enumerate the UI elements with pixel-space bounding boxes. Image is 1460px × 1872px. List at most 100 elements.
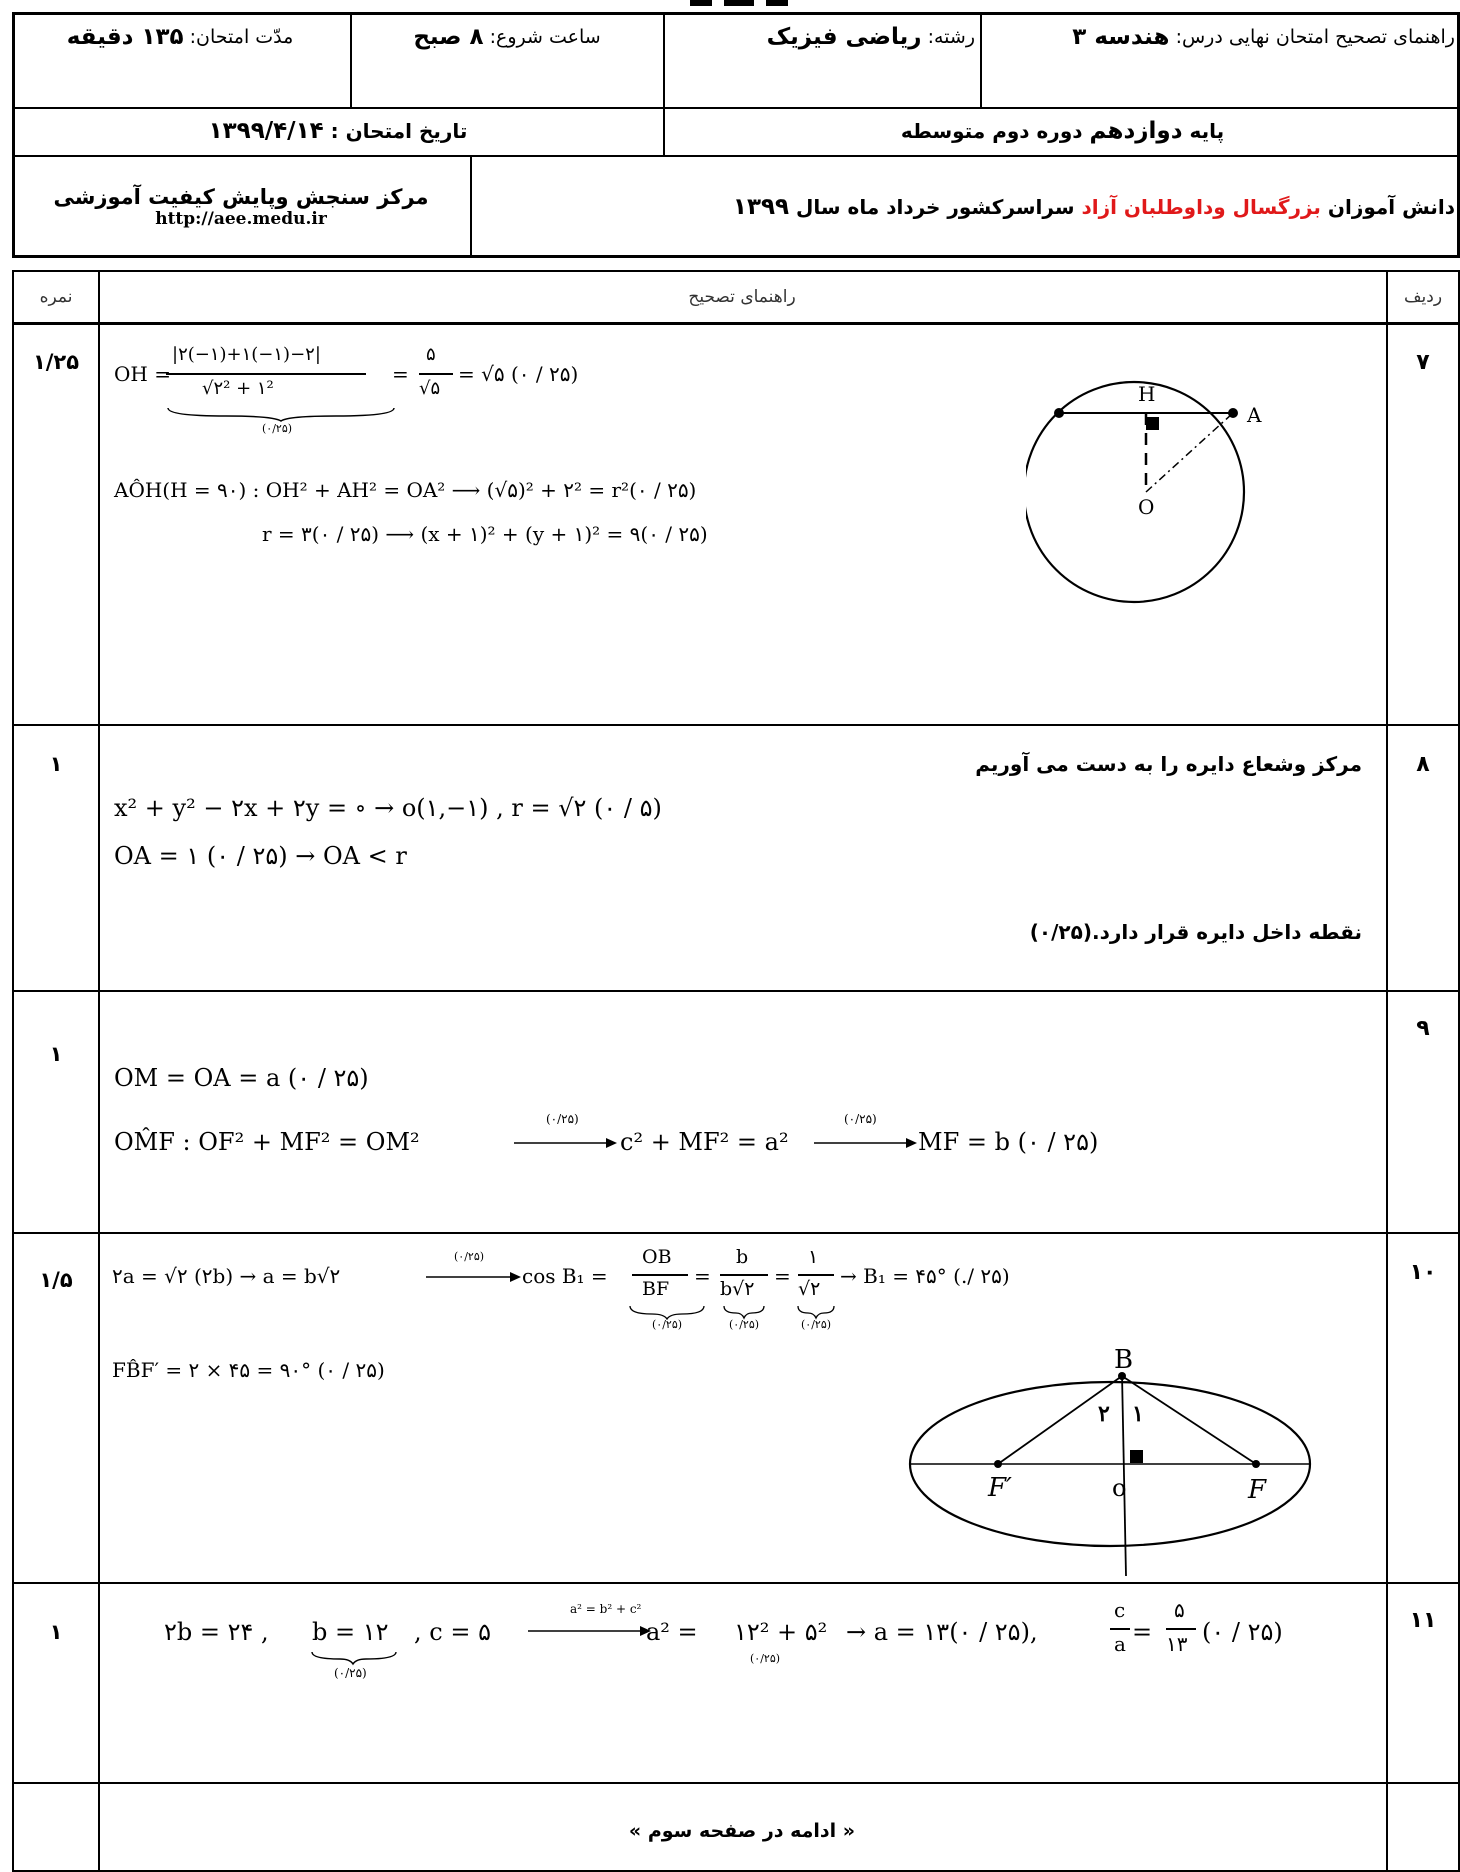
row-number: ۱۰	[1409, 1260, 1437, 1285]
students-month: خرداد ماه	[847, 195, 941, 219]
point-f-prime-label: F′	[987, 1473, 1012, 1503]
row-score: ۱	[49, 1042, 63, 1066]
row-8-text-bottom: نقطه داخل دایره قرار دارد.(۰/۲۵)	[1029, 920, 1362, 944]
math: = √۵ (۰ / ۲۵)	[458, 362, 579, 386]
course-label: راهنمای تصحیح امتحان نهایی درس:	[1175, 26, 1455, 48]
course-value: هندسه ۳	[1072, 24, 1170, 50]
top-crop-mark	[690, 0, 790, 8]
point-h-label: H	[1138, 382, 1155, 406]
math: OM̂F : OF² + MF² = OM²	[114, 1128, 420, 1156]
math: a	[1114, 1632, 1126, 1656]
math: (۰/۲۵)	[334, 1666, 367, 1680]
center-cell: مرکز سنجش وپایش کیفیت آموزشی http://aee.…	[15, 157, 467, 257]
math: cos B₁ =	[522, 1264, 608, 1288]
math: (۰/۲۵)	[750, 1652, 781, 1665]
row-score: ۱/۲۵	[32, 350, 80, 374]
grade-value: دوازدهم	[1089, 118, 1183, 144]
row-number: ۹	[1416, 1016, 1430, 1041]
row-score: ۱	[49, 752, 63, 776]
math: BF	[642, 1278, 670, 1300]
row-score: ۱	[49, 1620, 63, 1644]
ellipse-figure: B ۲ ۱ F′ o F	[908, 1345, 1312, 1577]
math: ۱۳	[1166, 1632, 1188, 1656]
center-url: http://aee.medu.ir	[155, 209, 327, 229]
field-cell: رشته: ریاضی فیزیک	[670, 15, 975, 59]
equals-sign: =	[694, 1264, 711, 1288]
exam-header: راهنمای تصحیح امتحان نهایی درس: هندسه ۳ …	[12, 12, 1460, 258]
students-year: ۱۳۹۹	[732, 194, 790, 220]
math: → a = ۱۳(۰ / ۲۵),	[846, 1618, 1038, 1646]
grade-cell: پایه دوازدهم دوره دوم متوسطه	[670, 107, 1455, 155]
point-f-label: F	[1247, 1475, 1267, 1505]
math: OB	[642, 1246, 672, 1268]
start-label: ساعت شروع:	[489, 26, 601, 48]
math: r = ۳(۰ / ۲۵) ⟶ (x + ۱)² + (y + ۱)² = ۹(…	[262, 522, 708, 546]
math: ۲b = ۲۴ ,	[164, 1618, 269, 1646]
continuation-note: « ادامه در صفحه سوم »	[628, 1820, 856, 1842]
math: ۵	[1174, 1598, 1185, 1622]
duration-value: ۱۳۵ دقیقه	[66, 24, 184, 50]
course-cell: راهنمای تصحیح امتحان نهایی درس: هندسه ۳	[990, 15, 1455, 59]
students-mid: سراسرکشور	[947, 195, 1075, 219]
math: OH =	[114, 362, 171, 386]
start-time-cell: ساعت شروع: ۸ صبح	[355, 15, 659, 59]
grade-prefix: پایه	[1189, 119, 1225, 143]
math: √۵	[419, 378, 441, 399]
math: ۱۲² + ۵²	[734, 1618, 828, 1646]
students-red-text: بزرگسال وداوطلبان آزاد	[1081, 195, 1321, 219]
start-value: ۸ صبح	[413, 24, 484, 50]
math: b = ۱۲	[312, 1618, 389, 1646]
math: (۰/۲۵)	[844, 1112, 877, 1126]
math: AÔH(H = ۹۰) : OH² + AH² = OA² ⟶ (√۵)² + …	[114, 478, 697, 502]
point-a-label: A	[1246, 403, 1262, 427]
duration-cell: مدّت امتحان: ۱۳۵ دقیقه	[15, 15, 345, 59]
point-o-label: O	[1138, 495, 1154, 519]
circle-figure: H A O	[1026, 380, 1262, 604]
students-prefix: دانش آموزان	[1327, 195, 1455, 219]
students-year-label: سال	[796, 195, 841, 219]
point-o-label: o	[1112, 1474, 1126, 1502]
date-value: ۱۳۹۹/۴/۱۴	[208, 118, 324, 144]
math: OA = ۱ (۰ / ۲۵) → OA < r	[114, 842, 407, 870]
math: (۰/۲۵)	[729, 1318, 760, 1331]
math: (۰/۲۵)	[454, 1250, 485, 1263]
math: c	[1114, 1598, 1126, 1622]
field-label: رشته:	[927, 26, 975, 48]
math: ۱	[808, 1246, 819, 1268]
math: , c = ۵	[414, 1618, 491, 1646]
center-name: مرکز سنجش وپایش کیفیت آموزشی	[53, 185, 429, 209]
date-label: تاریخ امتحان :	[330, 119, 468, 143]
math: b	[736, 1246, 749, 1268]
row-number: ۱۱	[1409, 1608, 1437, 1633]
math: ۵	[426, 344, 436, 365]
math: FB̂F′ = ۲ × ۴۵ = ۹۰° (۰ / ۲۵)	[112, 1358, 385, 1382]
angle-1-label: ۱	[1132, 1401, 1144, 1427]
math: → B₁ = ۴۵° (./ ۲۵)	[840, 1264, 1010, 1288]
col-guide-header: راهنمای تصحیح	[688, 287, 796, 307]
math: MF = b (۰ / ۲۵)	[918, 1128, 1099, 1156]
row-score: ۱/۵	[39, 1268, 73, 1292]
students-cell: دانش آموزان بزرگسال وداوطلبان آزاد سراسر…	[477, 157, 1455, 257]
col-score-header: نمره	[39, 287, 73, 307]
duration-label: مدّت امتحان:	[189, 26, 294, 48]
row-8-text-top: مرکز وشعاع دایره را به دست می آوریم	[975, 752, 1362, 776]
exam-date-cell: تاریخ امتحان : ۱۳۹۹/۴/۱۴	[15, 107, 661, 155]
row-number: ۷	[1416, 350, 1430, 375]
row-number: ۸	[1416, 752, 1430, 777]
math: a² =	[646, 1618, 698, 1646]
math: OM = OA = a (۰ / ۲۵)	[114, 1064, 369, 1092]
field-value: ریاضی فیزیک	[766, 24, 922, 50]
equals-sign: =	[774, 1264, 791, 1288]
math: =	[1132, 1618, 1153, 1646]
math: (۰/۲۵)	[801, 1318, 832, 1331]
grade-suffix: دوره دوم متوسطه	[900, 119, 1083, 143]
math: (۰/۲۵)	[652, 1318, 683, 1331]
math: x² + y² − ۲x + ۲y = ∘ → o(۱,−۱) , r = √۲…	[114, 794, 662, 822]
math: |۲(−۱)+۱(−۱)−۲|	[172, 344, 321, 365]
point-b-label: B	[1114, 1345, 1133, 1375]
math: a² = b² + c²	[570, 1602, 642, 1616]
math: c² + MF² = a²	[620, 1128, 789, 1156]
math: b√۲	[720, 1278, 755, 1300]
math: (۰ / ۲۵)	[1202, 1618, 1283, 1646]
math: √۲	[798, 1278, 821, 1300]
